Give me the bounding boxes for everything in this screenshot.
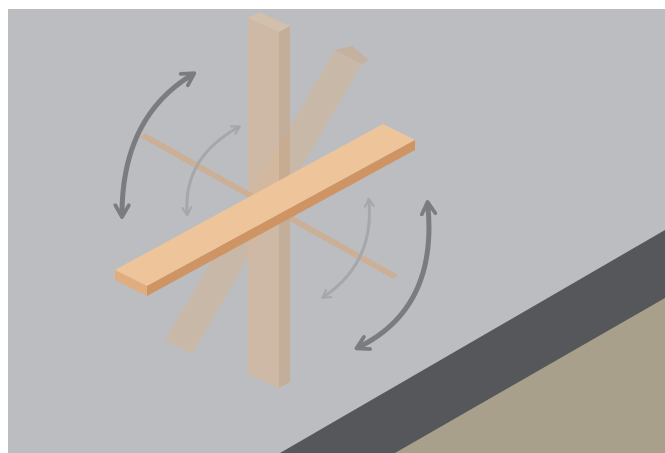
plank-horizontal [115,124,415,296]
rotation-arrow-outer-right-icon [361,207,429,346]
rotation-arrow-outer-left-icon [122,76,190,212]
rotation-arrow-inner-left-icon [181,125,241,217]
floor [395,298,665,453]
